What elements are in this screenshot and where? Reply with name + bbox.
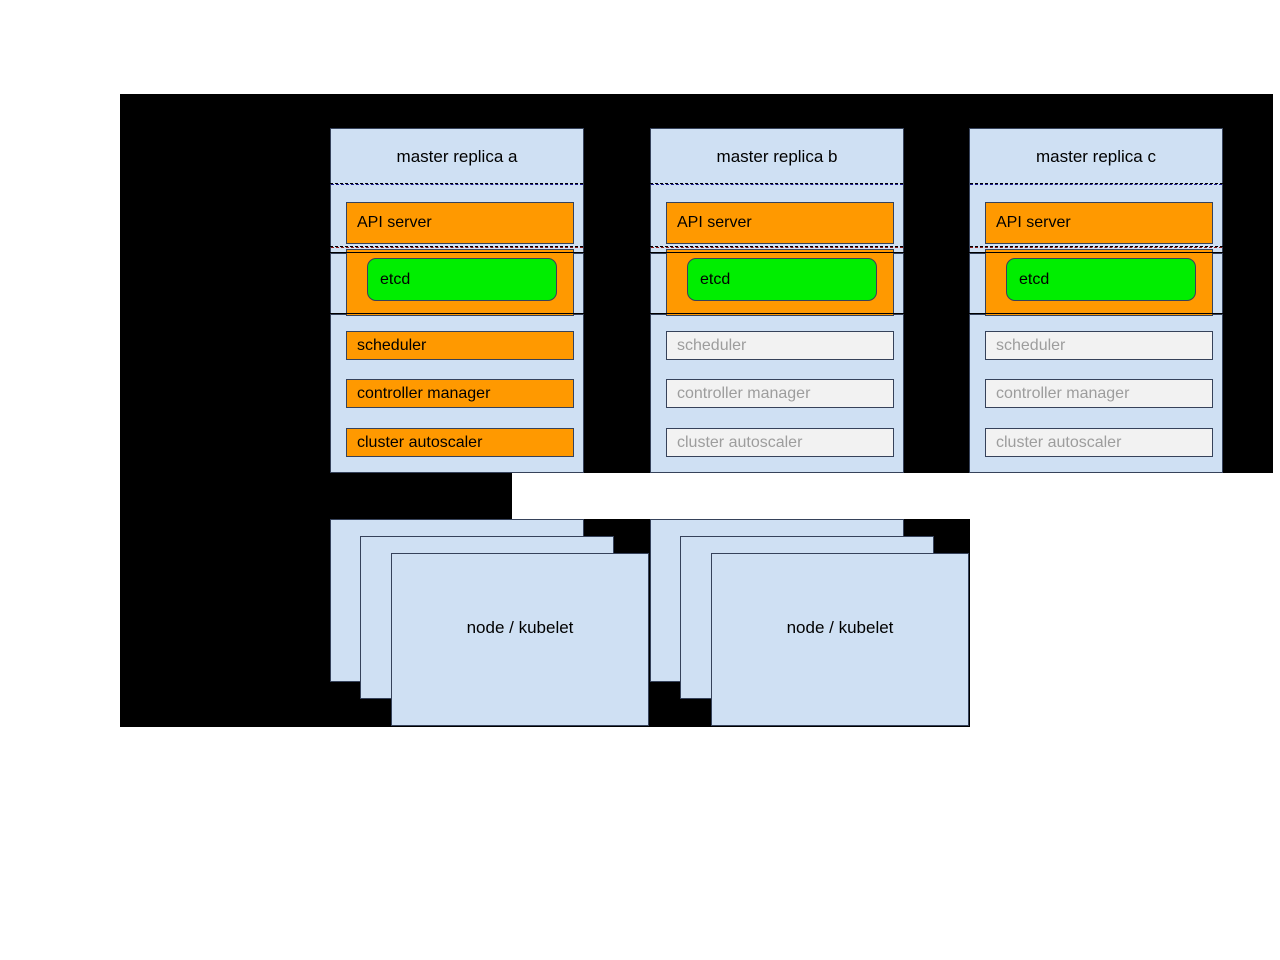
replica-c-divider-upper	[970, 184, 1222, 185]
node-group-2-label: node / kubelet	[786, 618, 894, 637]
replica-b-etcd[interactable]: etcd	[687, 258, 877, 301]
replica-b-cluster-autoscaler[interactable]: cluster autoscaler	[666, 428, 894, 457]
canvas-rule-1	[120, 252, 1273, 253]
replica-b-scheduler[interactable]: scheduler	[666, 331, 894, 360]
replica-a-controller-manager[interactable]: controller manager	[346, 379, 574, 408]
replica-c-controller-manager[interactable]: controller manager	[985, 379, 1213, 408]
replica-c-cluster-autoscaler[interactable]: cluster autoscaler	[985, 428, 1213, 457]
replica-c-scheduler[interactable]: scheduler	[985, 331, 1213, 360]
replica-c-divider-mid	[970, 247, 1222, 248]
master-replica-b-title: master replica b	[716, 147, 838, 166]
replica-a-divider-mid	[331, 247, 583, 248]
replica-c-etcd[interactable]: etcd	[1006, 258, 1196, 301]
replica-b-api-server[interactable]: API server	[666, 202, 894, 244]
master-replica-b[interactable]: master replica b API server etcd schedul…	[650, 128, 904, 473]
replica-c-etcd-host: etcd	[985, 249, 1213, 316]
canvas-rule-2	[120, 313, 1273, 314]
replica-b-divider-upper	[651, 184, 903, 185]
replica-a-scheduler[interactable]: scheduler	[346, 331, 574, 360]
node-group-1-front[interactable]: node / kubelet	[391, 553, 649, 726]
replica-b-divider-mid	[651, 247, 903, 248]
master-replica-c[interactable]: master replica c API server etcd schedul…	[969, 128, 1223, 473]
replica-a-api-server[interactable]: API server	[346, 202, 574, 244]
master-replica-c-title: master replica c	[1036, 147, 1156, 166]
replica-c-api-server[interactable]: API server	[985, 202, 1213, 244]
replica-a-cluster-autoscaler[interactable]: cluster autoscaler	[346, 428, 574, 457]
replica-a-etcd-host: etcd	[346, 249, 574, 316]
replica-a-divider-upper	[331, 184, 583, 185]
canvas-backdrop-notch	[120, 473, 512, 519]
replica-b-etcd-host: etcd	[666, 249, 894, 316]
replica-b-controller-manager[interactable]: controller manager	[666, 379, 894, 408]
node-group-1-label: node / kubelet	[466, 618, 574, 637]
node-group-2-front[interactable]: node / kubelet	[711, 553, 969, 726]
canvas-divider-upper	[120, 183, 1273, 184]
canvas-divider-mid	[120, 246, 1273, 247]
master-replica-a[interactable]: master replica a API server etcd schedul…	[330, 128, 584, 473]
replica-a-etcd[interactable]: etcd	[367, 258, 557, 301]
master-replica-a-title: master replica a	[396, 147, 518, 166]
